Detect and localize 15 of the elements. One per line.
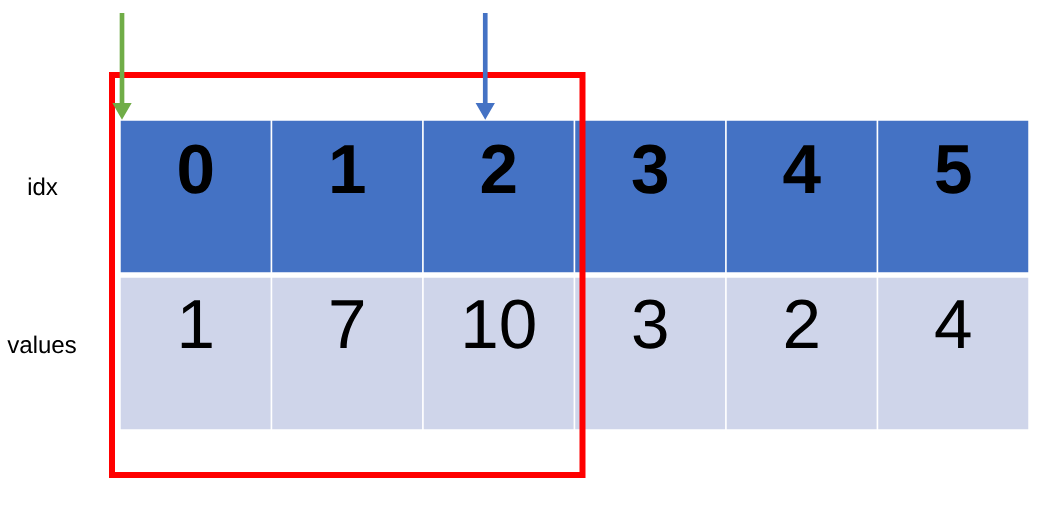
index-cell: 2 bbox=[422, 119, 576, 274]
index-cell: 5 bbox=[876, 119, 1030, 274]
row-label: values bbox=[7, 335, 76, 354]
value-cell: 10 bbox=[422, 276, 576, 431]
index-cell: 1 bbox=[270, 119, 424, 274]
value-cell: 3 bbox=[573, 276, 727, 431]
value-cell: 4 bbox=[876, 276, 1030, 431]
index-cell: 0 bbox=[119, 119, 273, 274]
value-cell: 7 bbox=[270, 276, 424, 431]
index-cell: 4 bbox=[725, 119, 879, 274]
highlight-frame bbox=[109, 72, 586, 478]
value-cell: 2 bbox=[725, 276, 879, 431]
value-cell: 1 bbox=[119, 276, 273, 431]
row-label: idx bbox=[28, 177, 58, 196]
index-cell: 3 bbox=[573, 119, 727, 274]
